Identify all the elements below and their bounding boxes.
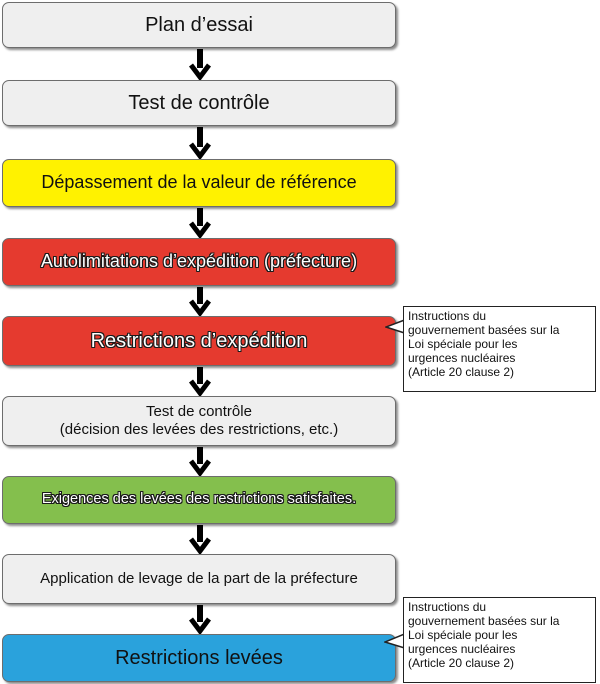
callout-note-instructions-1: Instructions du gouvernement basées sur … <box>403 306 596 392</box>
step-exigences-satisfaites: Exigences des levées des restrictions sa… <box>2 476 396 524</box>
callout-pointer-icon <box>384 633 404 649</box>
step-label-line1: Test de contrôle <box>146 403 252 420</box>
step-autolimitations: Autolimitations d’expédition (préfecture… <box>2 238 396 286</box>
callout-pointer-icon <box>385 319 405 334</box>
step-label: Restrictions levées <box>115 647 283 669</box>
step-plan-essai: Plan d’essai <box>2 2 396 48</box>
down-arrow-icon <box>189 605 211 634</box>
step-label: Dépassement de la valeur de référence <box>41 172 357 193</box>
down-arrow-icon <box>189 127 211 159</box>
step-label: Application de levage de la part de la p… <box>40 570 358 587</box>
step-label: Test de contrôle <box>128 92 270 114</box>
step-label: Restrictions d’expédition <box>90 330 308 352</box>
step-restrictions-levees: Restrictions levées <box>2 634 396 682</box>
step-depassement: Dépassement de la valeur de référence <box>2 159 396 207</box>
down-arrow-icon <box>189 287 211 316</box>
step-label: Exigences des levées des restrictions sa… <box>41 491 357 508</box>
step-label: Autolimitations d’expédition (préfecture… <box>40 251 358 272</box>
step-restrictions-expedition: Restrictions d’expédition <box>2 316 396 366</box>
down-arrow-icon <box>189 49 211 80</box>
callout-note-instructions-2: Instructions du gouvernement basées sur … <box>403 597 596 683</box>
step-test-decision: Test de contrôle (décision des levées de… <box>2 396 396 446</box>
step-test-controle: Test de contrôle <box>2 80 396 126</box>
step-label-line2: (décision des levées des restrictions, e… <box>59 421 339 438</box>
down-arrow-icon <box>189 525 211 554</box>
down-arrow-icon <box>189 447 211 476</box>
down-arrow-icon <box>189 367 211 396</box>
step-label: Plan d’essai <box>145 14 253 36</box>
down-arrow-icon <box>189 208 211 238</box>
step-application-levage: Application de levage de la part de la p… <box>2 554 396 604</box>
